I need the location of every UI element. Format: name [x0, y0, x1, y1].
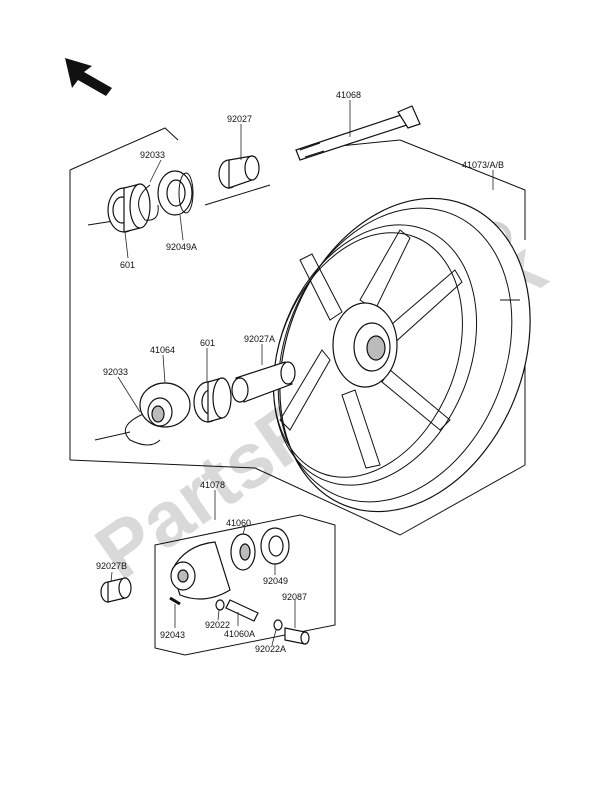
- pin-92043: [169, 596, 181, 606]
- seal-92049a: [157, 170, 194, 216]
- label-41064: 41064: [150, 345, 175, 355]
- circlip-92033-top: [138, 184, 159, 221]
- gear-box-41064: [139, 382, 191, 428]
- arrow-up-left-icon: [65, 58, 112, 96]
- gear-41060: [230, 533, 256, 571]
- spacer-92027a: [231, 361, 296, 403]
- part-labels: 41068 92027 92033 41073/A/B 601 92049A 4…: [96, 90, 504, 654]
- label-92027b: 92027B: [96, 561, 127, 571]
- leader-lines: [110, 100, 494, 646]
- label-92027: 92027: [227, 114, 252, 124]
- washer-92022: [215, 599, 225, 611]
- label-92033-mid: 92033: [103, 367, 128, 377]
- label-92049: 92049: [263, 576, 288, 586]
- label-41068: 41068: [336, 90, 361, 100]
- label-601-top: 601: [120, 260, 135, 270]
- bearing-601-mid: [193, 377, 232, 423]
- gear-housing-41078: [170, 541, 231, 600]
- axle-41068: [295, 105, 421, 161]
- washer-92022a: [273, 619, 283, 631]
- label-41060a: 41060A: [224, 629, 255, 639]
- bearing-601-top: [107, 183, 151, 233]
- collar-92027: [218, 155, 260, 189]
- label-92033-top: 92033: [140, 150, 165, 160]
- wheel-41073: [272, 197, 531, 513]
- circlip-92033-mid: [125, 411, 161, 446]
- label-92087: 92087: [282, 592, 307, 602]
- label-92022: 92022: [205, 620, 230, 630]
- label-92027a: 92027A: [244, 334, 275, 344]
- label-41073: 41073/A/B: [462, 160, 504, 170]
- label-41060: 41060: [226, 518, 251, 528]
- seal-92049: [260, 527, 290, 565]
- label-92049a: 92049A: [166, 242, 197, 252]
- bushing-92027b: [100, 577, 132, 603]
- label-92022a: 92022A: [255, 644, 286, 654]
- label-601-mid: 601: [200, 338, 215, 348]
- bolt-92087: [284, 627, 310, 645]
- speedo-inset-frame: [154, 514, 336, 656]
- label-41078: 41078: [200, 480, 225, 490]
- cable-fitting-41060a: [225, 599, 259, 622]
- label-92043: 92043: [160, 630, 185, 640]
